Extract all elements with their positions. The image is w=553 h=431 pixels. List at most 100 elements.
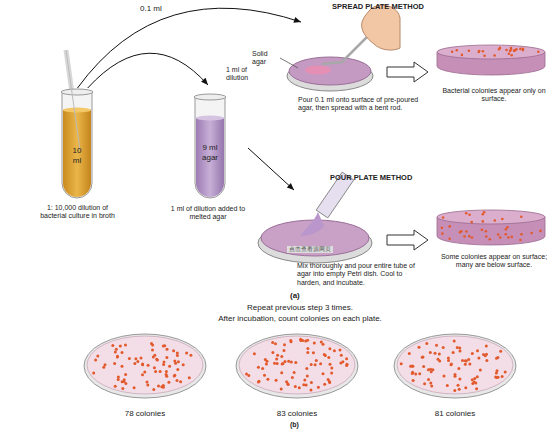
colony-dot: [442, 216, 445, 219]
agar-tube: 9 ml agar1 ml of dilution added to melte…: [168, 85, 248, 225]
panel-label: (a): [290, 291, 300, 301]
tube-rim: [194, 94, 226, 100]
colony-dot: [261, 367, 264, 370]
colony-dot: [450, 363, 453, 366]
colony-dot: [324, 354, 327, 357]
colony-dot: [152, 388, 155, 391]
colony-dot: [435, 344, 438, 347]
colony-dot: [287, 383, 290, 386]
colony-dot: [499, 236, 502, 239]
colony-dot: [264, 358, 267, 361]
colony-dot: [442, 346, 445, 349]
colony-dot: [151, 344, 154, 347]
colony-dot: [312, 351, 315, 354]
colony-dot: [519, 239, 522, 242]
colony-dot: [310, 363, 313, 366]
colony-dot: [489, 238, 492, 241]
colony-dot: [423, 382, 426, 385]
colony-dot: [477, 357, 480, 360]
colony-dot: [280, 388, 283, 391]
colony-dot: [465, 212, 468, 215]
colony-dot: [173, 360, 176, 363]
colonies: [92, 47, 542, 392]
colony-dot: [124, 344, 127, 347]
colony-dot: [468, 214, 471, 217]
colony-dot: [319, 362, 322, 365]
flow-arrow: [88, 53, 208, 88]
colony-dot: [499, 350, 502, 353]
colony-dot: [328, 380, 331, 383]
colony-dot: [165, 356, 168, 359]
colony-dot: [511, 236, 514, 239]
petri-dish: [84, 334, 206, 398]
colony-dot: [451, 50, 454, 53]
colony-dot: [330, 372, 333, 375]
colony-dot: [115, 348, 118, 351]
agar-plate: [239, 336, 355, 394]
colony-dot: [461, 359, 464, 362]
solid-agar: [289, 57, 371, 85]
colony-dot: [465, 359, 468, 362]
colony-dot: [185, 352, 188, 355]
volume-label: 9 ml agar: [198, 143, 222, 162]
agar-plate: [397, 336, 513, 394]
agar-surface: [437, 210, 545, 224]
colony-dot: [485, 353, 488, 356]
colony-dot: [294, 385, 297, 388]
colony-dot: [477, 51, 480, 54]
colony-dot: [473, 377, 476, 380]
colony-dot: [141, 373, 144, 376]
colony-dot: [305, 367, 308, 370]
colony-dot: [468, 235, 471, 238]
colony-dot: [464, 363, 467, 366]
colony-dot: [505, 49, 508, 52]
result-plate: Bacterial colonies appear only on surfac…: [430, 35, 550, 110]
colony-dot: [121, 380, 124, 383]
colony-dot: [411, 365, 414, 368]
block-arrow: [387, 62, 428, 82]
spread-plate: SPREAD PLATE METHODSolid agarPour 0.1 ml…: [280, 22, 385, 122]
flow-arrow: [78, 8, 302, 88]
colony-dot: [265, 363, 268, 366]
colony-dot: [276, 354, 279, 357]
colony-dot: [134, 357, 137, 360]
colony-dot: [345, 357, 348, 360]
colony-dot: [141, 363, 144, 366]
colony-dot: [414, 373, 417, 376]
colony-dot: [513, 49, 516, 52]
colony-dot: [340, 354, 343, 357]
leader-line: [280, 58, 298, 68]
colony-dot: [323, 383, 326, 386]
colony-dot: [165, 370, 168, 373]
colony-dot: [495, 372, 498, 375]
instruction: After incubation, count colonies on each…: [150, 314, 450, 324]
inoculum-drop: [305, 66, 331, 75]
colony-count: 83 colonies: [237, 409, 357, 419]
colony-dot: [482, 213, 485, 216]
colony-dot: [494, 375, 497, 378]
colony-dot: [504, 233, 507, 236]
count-plate: 81 colonies: [395, 333, 515, 425]
colony-dot: [275, 379, 278, 382]
colony-dot: [501, 375, 504, 378]
colony-dot: [143, 371, 146, 374]
colony-dot: [448, 238, 451, 241]
colony-dot: [427, 368, 430, 371]
colony-dot: [456, 49, 459, 52]
colony-dot: [465, 230, 468, 233]
colony-dot: [468, 49, 471, 52]
colony-dot: [94, 359, 97, 362]
colony-dot: [438, 360, 441, 363]
colony-dot: [441, 227, 444, 230]
colony-dot: [427, 378, 430, 381]
block-arrow-shape: [387, 230, 428, 250]
colony-dot: [276, 362, 279, 365]
colony-count: 78 colonies: [85, 409, 205, 419]
colony-dot: [92, 372, 95, 375]
colony-dot: [522, 49, 525, 52]
colony-dot: [155, 358, 158, 361]
colony-dot: [294, 361, 297, 364]
colony-dot: [471, 236, 474, 239]
petri-dish: [236, 334, 358, 398]
colony-dot: [447, 356, 450, 359]
